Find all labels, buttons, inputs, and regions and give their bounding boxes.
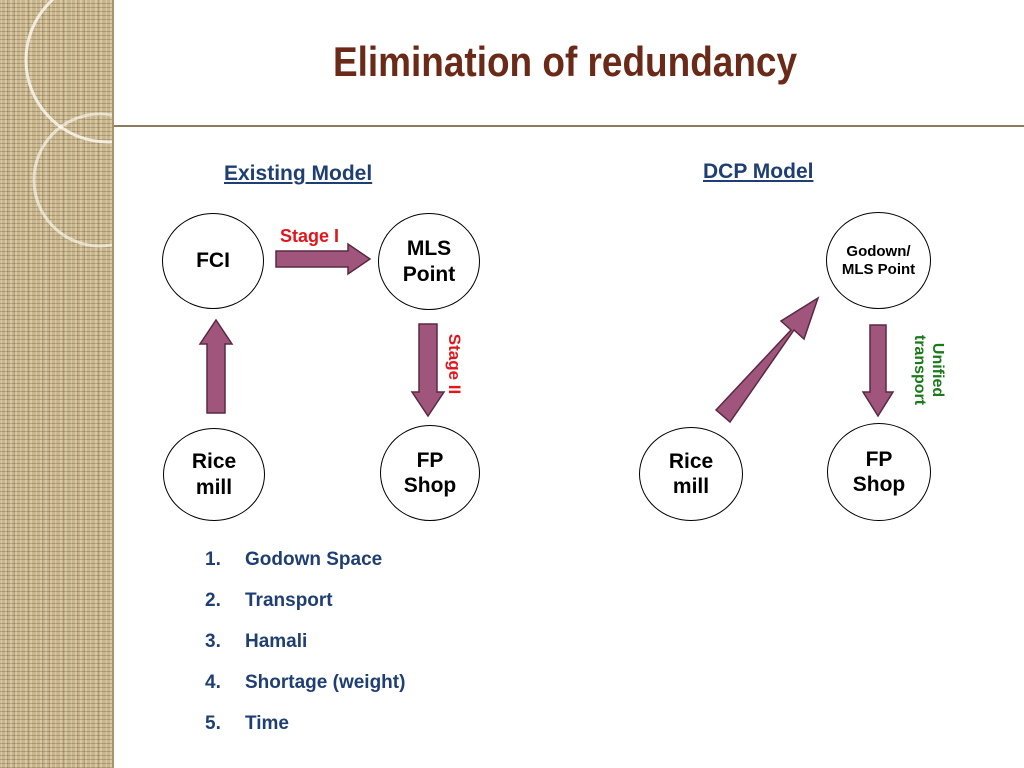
list-item-text: Transport (245, 590, 333, 611)
list-item-text: Godown Space (245, 549, 383, 570)
list-item: 2. Transport (205, 589, 405, 630)
fci-node: FCI (162, 213, 264, 309)
rice-mill-node: Rice mill (163, 428, 265, 521)
mls-point-node: MLS Point (378, 213, 480, 310)
dcp-model-heading: DCP Model (703, 160, 814, 183)
list-item-number: 2. (205, 590, 221, 611)
dcp-fp-shop-node: FP Shop (827, 423, 931, 521)
list-item: 1. Godown Space (205, 548, 405, 589)
stage-two-arrow (410, 323, 446, 418)
unified-transport-arrow (861, 324, 895, 418)
slide-title: Elimination of redundancy (332, 38, 798, 85)
stage-one-arrow (275, 242, 372, 276)
unified-transport-label: Unified transport (910, 334, 946, 406)
list-item-text: Shortage (weight) (245, 672, 406, 693)
redundancy-issues-list: 1. Godown Space 2. Transport 3. Hamali 4. Sh… (205, 548, 405, 753)
sidebar-divider (112, 0, 114, 768)
stage-two-label: Stage II (445, 333, 464, 395)
list-item: 3. Hamali (205, 630, 405, 671)
title-divider (114, 125, 1024, 127)
list-item-number: 4. (205, 672, 221, 693)
dcp-rice-mill-node: Rice mill (639, 427, 743, 521)
sidebar-ring-decoration (24, 0, 112, 248)
list-item: 5. Time (205, 712, 405, 753)
list-item-number: 1. (205, 549, 221, 570)
list-item-number: 3. (205, 631, 221, 652)
fp-shop-node: FP Shop (380, 425, 480, 521)
rice-to-godown-arrow (714, 296, 820, 424)
stage-one-label: Stage I (280, 226, 340, 246)
list-item-number: 5. (205, 713, 221, 734)
list-item: 4. Shortage (weight) (205, 671, 405, 712)
list-item-text: Time (245, 713, 290, 734)
godown-mls-point-node: Godown/ MLS Point (826, 212, 931, 309)
textured-sidebar (0, 0, 112, 768)
existing-model-heading: Existing Model (224, 162, 373, 185)
list-item-text: Hamali (245, 631, 308, 652)
rice-to-fci-arrow (198, 318, 234, 414)
